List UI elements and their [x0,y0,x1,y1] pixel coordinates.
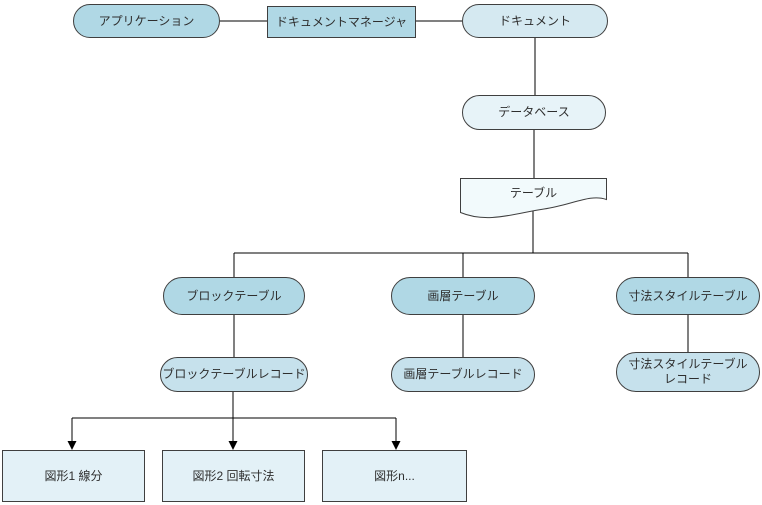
node-block-table-record: ブロックテーブルレコード [160,357,308,392]
node-dimstyle-table-record-label: 寸法スタイルテーブルレコード [628,357,748,386]
node-dimstyle-table: 寸法スタイルテーブル [616,277,760,315]
node-layer-table-label: 画層テーブル [427,288,499,303]
arrowhead-entity1 [67,441,77,450]
node-entity-2: 図形2 回転寸法 [162,450,305,502]
document-shape-icon [460,178,607,219]
node-document-label: ドキュメント [498,13,571,28]
node-document-manager: ドキュメントマネージャ [267,6,416,38]
node-document: ドキュメント [462,4,608,38]
node-entity-1-label: 図形1 線分 [44,468,103,483]
node-block-table-label: ブロックテーブル [186,288,282,303]
node-application: アプリケーション [73,4,220,38]
arrowhead-entity2 [228,441,238,450]
node-database: データベース [462,95,606,130]
node-layer-table: 画層テーブル [391,277,535,315]
node-layer-table-record-label: 画層テーブルレコード [403,367,523,381]
node-document-manager-label: ドキュメントマネージャ [275,14,408,29]
node-application-label: アプリケーション [98,13,195,28]
node-table: テーブル [460,178,607,222]
node-block-table-record-label: ブロックテーブルレコード [162,367,306,381]
node-layer-table-record: 画層テーブルレコード [391,357,535,392]
node-database-label: データベース [498,105,570,119]
node-block-table: ブロックテーブル [163,277,305,315]
node-entity-n-label: 図形n... [374,468,415,483]
node-entity-2-label: 図形2 回転寸法 [192,468,275,483]
node-dimstyle-table-record: 寸法スタイルテーブルレコード [616,352,760,392]
node-entity-n: 図形n... [322,450,467,502]
node-table-label: テーブル [509,186,558,200]
node-entity-1: 図形1 線分 [2,450,145,502]
arrowhead-entityn [391,441,401,450]
node-dimstyle-table-label: 寸法スタイルテーブル [628,288,748,303]
